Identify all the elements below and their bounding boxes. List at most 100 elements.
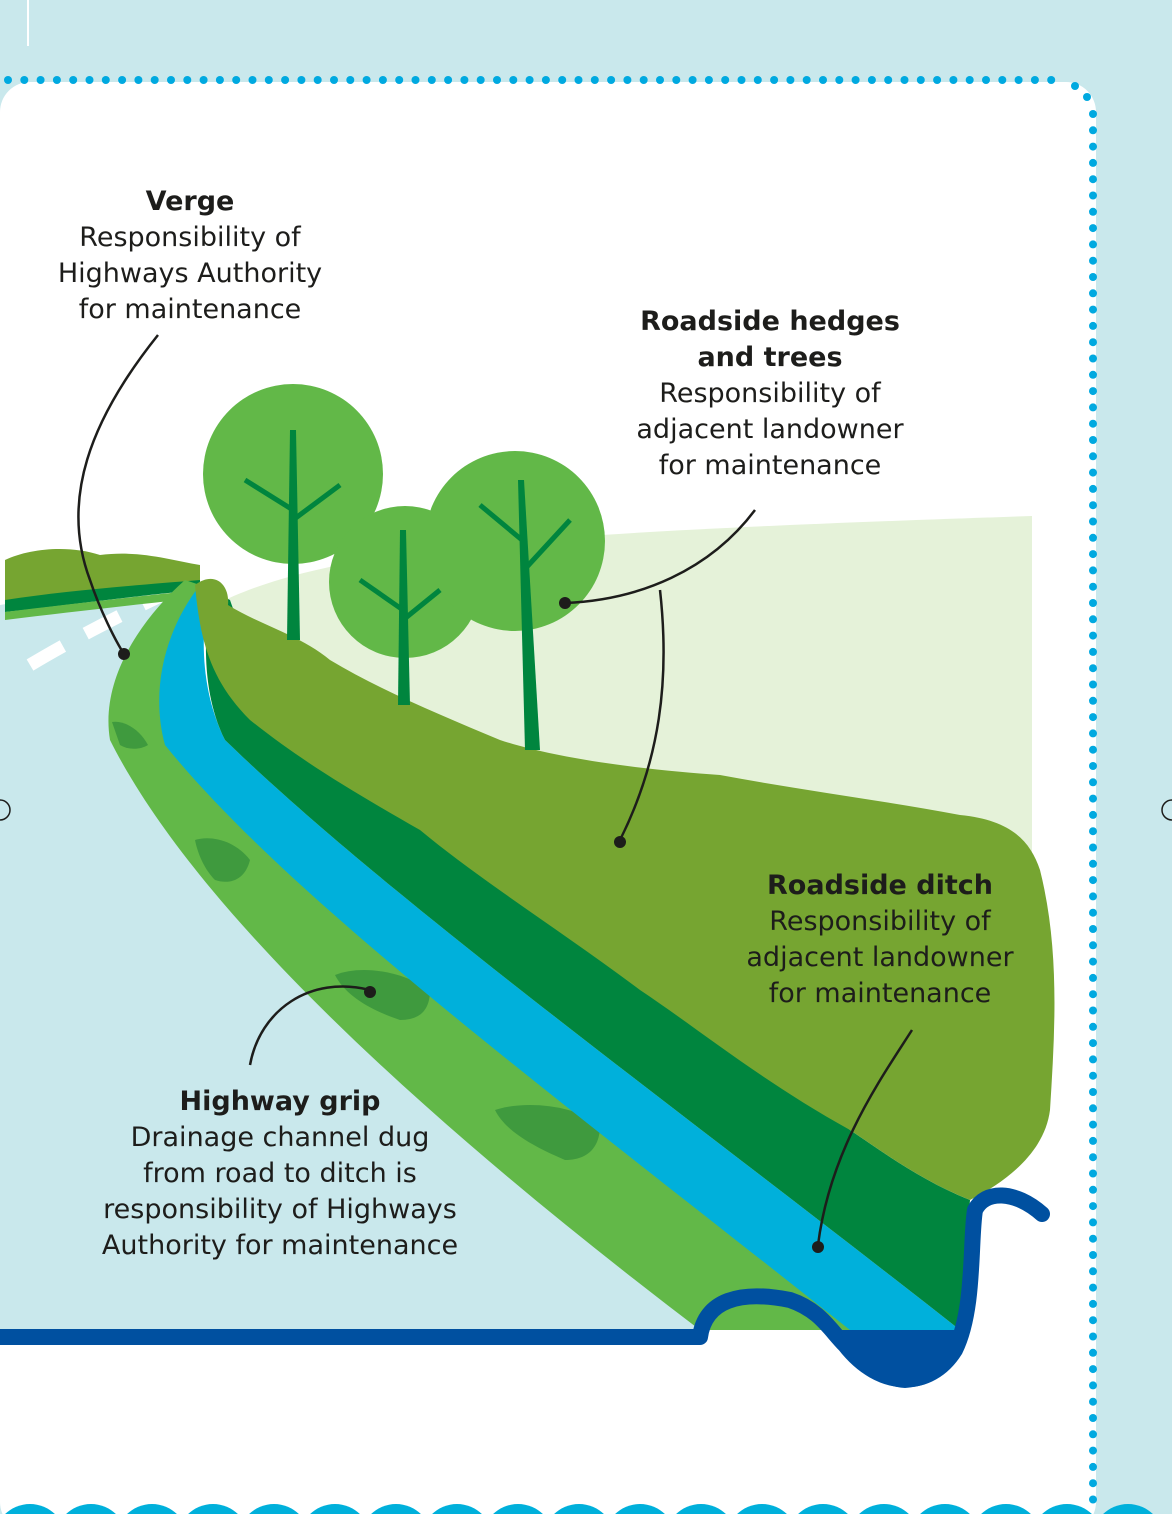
border-dot (264, 76, 273, 84)
border-dot (1089, 762, 1097, 770)
dotted-border (4, 76, 1097, 1504)
border-dot (884, 76, 893, 84)
border-dot (85, 76, 94, 84)
border-dot (1089, 827, 1097, 836)
border-dot (183, 76, 192, 84)
border-dot (1089, 1316, 1097, 1325)
hedges-title: and trees (697, 342, 843, 373)
wave-bump (432, 1504, 482, 1514)
verge-title: Verge (145, 186, 235, 217)
border-dot (1089, 1381, 1097, 1390)
border-dot (656, 76, 664, 84)
border-dot (444, 76, 453, 84)
border-dot (835, 76, 844, 84)
border-dot (1089, 175, 1097, 184)
border-dot (590, 76, 599, 84)
border-dot (411, 76, 420, 84)
border-dot (1089, 1039, 1097, 1048)
border-dot (1089, 387, 1097, 396)
border-dot (1089, 1071, 1097, 1080)
border-dot (704, 76, 713, 84)
border-dot (1089, 1218, 1097, 1227)
border-dot (933, 76, 942, 84)
border-dot (1089, 1202, 1097, 1211)
border-dot (1089, 990, 1097, 999)
ditch-text-line: for maintenance (768, 978, 992, 1009)
grip-text-line: Authority for maintenance (101, 1230, 459, 1261)
tree-canopy (425, 451, 605, 631)
border-dot (395, 76, 404, 84)
border-dot (215, 76, 224, 84)
border-dot (1089, 1055, 1097, 1064)
border-dot (362, 76, 371, 84)
ditch-title: Roadside ditch (767, 870, 993, 901)
border-dot (1089, 1006, 1097, 1015)
border-dot (1089, 1495, 1097, 1504)
border-dot (623, 76, 632, 84)
wave-bump (188, 1504, 238, 1514)
border-dot (1089, 1120, 1097, 1129)
border-dot (1089, 468, 1097, 477)
grip-text-line: Drainage channel dug (130, 1122, 430, 1153)
wave-bump (554, 1504, 604, 1514)
border-dot (558, 76, 567, 84)
border-dot (493, 76, 501, 84)
border-dot (1089, 517, 1097, 526)
border-dot (574, 76, 583, 84)
border-dot (313, 76, 322, 84)
border-dot (1089, 1462, 1097, 1471)
border-dot (1089, 908, 1097, 917)
border-dot (476, 76, 485, 84)
border-dot (1089, 354, 1097, 363)
border-dot (1089, 778, 1097, 787)
border-dot (949, 76, 958, 84)
border-dot (1089, 1267, 1097, 1276)
border-dot (1089, 957, 1097, 966)
wave-bump (859, 1504, 909, 1514)
grip-text-line: responsibility of Highways (103, 1194, 457, 1225)
border-dot (1089, 1479, 1097, 1488)
wave-bump (737, 1504, 787, 1514)
border-dot (1089, 158, 1097, 167)
border-dot (1030, 76, 1039, 84)
bottom-wave (5, 1504, 1153, 1514)
border-dot (1089, 533, 1097, 542)
wave-bump (798, 1504, 848, 1514)
border-dot (101, 76, 110, 84)
border-dot (1089, 207, 1097, 216)
border-dot (770, 76, 779, 84)
border-dot (1089, 1446, 1097, 1455)
border-dot (916, 76, 925, 84)
border-dot (1089, 436, 1097, 444)
border-dot (36, 76, 45, 84)
wave-bump (127, 1504, 177, 1514)
verge-text-line: Responsibility of (79, 222, 301, 253)
highway-grips (112, 721, 600, 1160)
border-dot (20, 76, 29, 84)
border-dot (460, 76, 469, 84)
border-dot (1083, 93, 1091, 101)
border-dot (1089, 810, 1097, 819)
border-dot (248, 76, 257, 84)
border-dot (1089, 729, 1097, 738)
border-dot (1089, 696, 1097, 705)
border-dot (1071, 82, 1079, 90)
verge-text-line: Highways Authority (57, 258, 323, 289)
border-dot (1089, 126, 1097, 135)
leader-dots (118, 597, 824, 1253)
hedges-text-line: for maintenance (658, 450, 882, 481)
border-dot (1089, 305, 1097, 314)
wave-bump (615, 1504, 665, 1514)
border-dot (1089, 1022, 1097, 1031)
border-dot (1089, 191, 1097, 200)
border-dot (802, 76, 811, 84)
hedges-text-line: adjacent landowner (636, 414, 904, 445)
border-dot (1089, 647, 1097, 656)
border-dot (607, 76, 616, 84)
border-dot (1089, 1332, 1097, 1341)
border-dot (1089, 419, 1097, 428)
border-dot (346, 76, 355, 84)
border-dot (541, 76, 550, 84)
border-dot (900, 76, 909, 84)
border-dot (118, 76, 127, 84)
